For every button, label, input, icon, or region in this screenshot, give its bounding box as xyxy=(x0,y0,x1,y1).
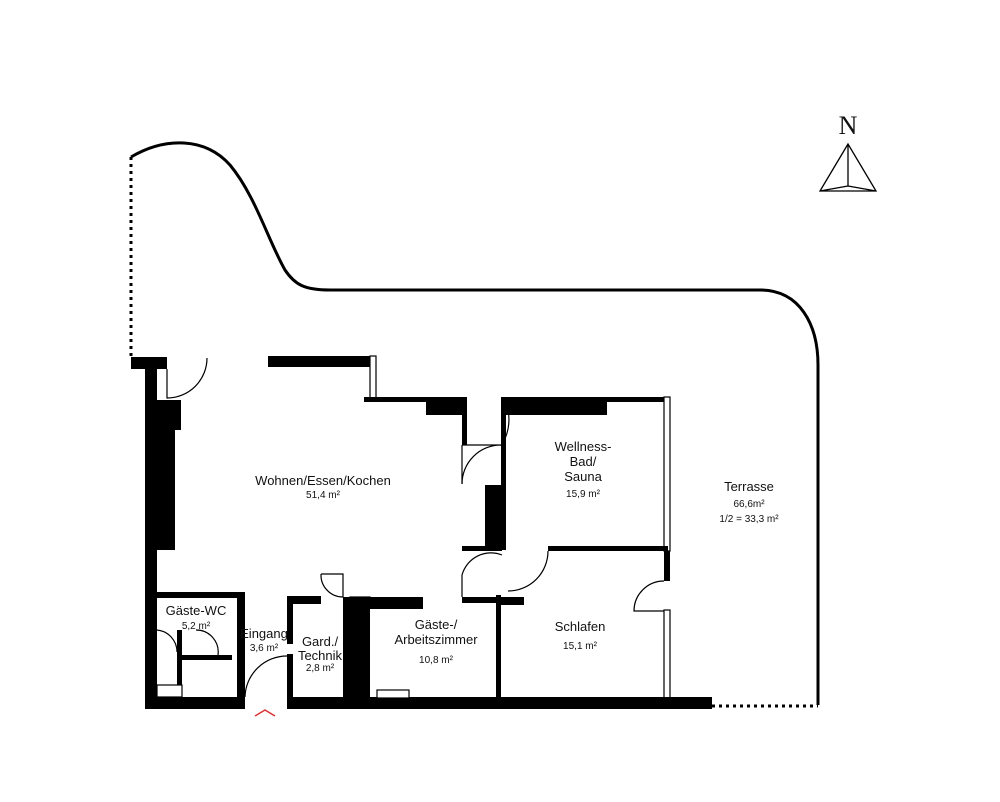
room-area-half: 1/2 = 33,3 m² xyxy=(719,514,779,525)
north-arrow-icon xyxy=(818,142,878,192)
room-name: Terrasse xyxy=(724,479,774,494)
room-name: Wohnen/Essen/Kochen xyxy=(255,473,391,488)
room-gaeste-wc: Gäste-WC 5,2 m² xyxy=(166,603,227,632)
terrace-boundary xyxy=(129,141,820,708)
room-area: 10,8 m² xyxy=(419,655,454,666)
room-name-line2: Technik xyxy=(298,648,343,663)
room-name: Eingang xyxy=(240,626,288,641)
room-area: 2,8 m² xyxy=(306,663,335,674)
room-name-line1: Gard./ xyxy=(302,634,339,649)
exterior-walls xyxy=(131,355,712,709)
room-gaeste-arbeitszimmer: Gäste-/ Arbeitszimmer 10,8 m² xyxy=(394,617,478,666)
room-schlafen: Schlafen 15,1 m² xyxy=(555,619,606,652)
room-terrasse: Terrasse 66,6m² 1/2 = 33,3 m² xyxy=(719,479,779,525)
room-eingang: Eingang 3,6 m² xyxy=(240,626,288,654)
entrance-marker-icon xyxy=(254,709,276,717)
room-name: Gäste-WC xyxy=(166,603,227,618)
room-name-line3: Sauna xyxy=(564,469,602,484)
room-area: 3,6 m² xyxy=(250,643,279,654)
room-area: 15,9 m² xyxy=(566,489,601,500)
room-wellness: Wellness- Bad/ Sauna 15,9 m² xyxy=(555,439,612,500)
north-label: N xyxy=(839,111,858,140)
room-name-line2: Arbeitszimmer xyxy=(394,632,478,647)
room-area: 15,1 m² xyxy=(563,641,598,652)
compass: N xyxy=(818,111,878,192)
interior-walls xyxy=(156,415,668,707)
room-area: 5,2 m² xyxy=(182,621,211,632)
room-name-line1: Wellness- xyxy=(555,439,612,454)
room-area: 51,4 m² xyxy=(306,490,341,501)
room-wohnen: Wohnen/Essen/Kochen 51,4 m² xyxy=(255,473,391,501)
room-name: Schlafen xyxy=(555,619,606,634)
room-gard-technik: Gard./ Technik 2,8 m² xyxy=(298,634,343,674)
room-name-line2: Bad/ xyxy=(570,454,597,469)
door-swings xyxy=(156,357,665,717)
room-area: 66,6m² xyxy=(733,499,765,510)
room-name-line1: Gäste-/ xyxy=(415,617,458,632)
